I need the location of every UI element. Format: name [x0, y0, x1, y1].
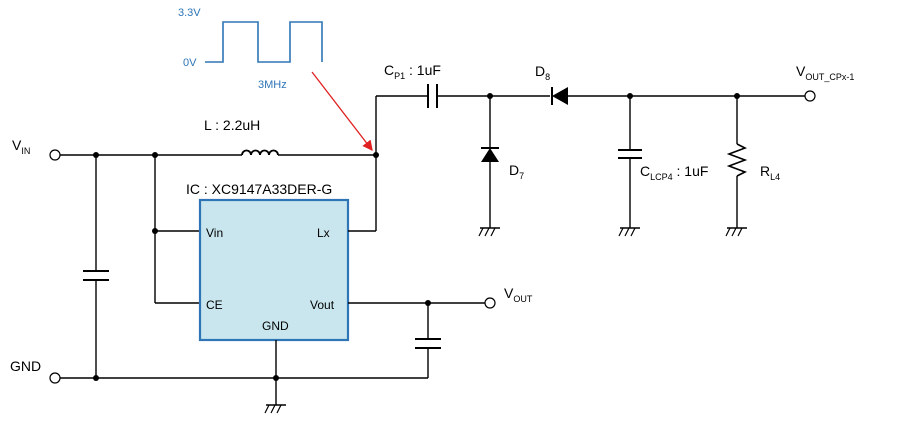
- ground-symbol-icon: [264, 404, 286, 414]
- d7-label-sub: 7: [519, 171, 524, 181]
- cp1-label: CP1 : 1uF: [384, 62, 441, 81]
- lx-pointer-arrow: [311, 71, 373, 152]
- vout-label-main: V: [504, 285, 514, 301]
- cp1-label-sub: P1: [394, 71, 405, 81]
- gnd-terminal-icon: [49, 372, 61, 384]
- ground-symbol-icon: [618, 227, 640, 237]
- clcp4-label-sub: LCP4: [650, 172, 673, 182]
- ic-pin-lx: Lx: [317, 226, 330, 240]
- ground-symbol-icon: [478, 227, 500, 237]
- cp1-label-value: : 1uF: [405, 62, 441, 78]
- inductor-label: L : 2.2uH: [204, 117, 260, 133]
- vout-terminal-icon: [484, 297, 496, 309]
- wave-low-label: 0V: [183, 57, 197, 69]
- rl4-label-sub: L4: [770, 172, 780, 182]
- vin-label-main: V: [12, 137, 22, 153]
- ic-pin-ce: CE: [206, 298, 223, 312]
- d8-label-sub: 8: [545, 72, 550, 82]
- inductor: L : 2.2uH: [204, 117, 279, 156]
- ic-label: IC : XC9147A33DER-G: [186, 181, 332, 197]
- square-wave: [205, 21, 323, 63]
- vout-cp-label-main: V: [796, 63, 806, 79]
- cp1-capacitor: [427, 84, 438, 108]
- wave-high-label: 3.3V: [178, 7, 201, 19]
- ic-pin-vout: Vout: [310, 298, 335, 312]
- vin-label-sub: IN: [21, 146, 30, 156]
- wave-freq-label: 3MHz: [258, 79, 287, 91]
- rl4-label-main: R: [760, 163, 770, 179]
- vout-cp-terminal-icon: [804, 90, 816, 102]
- ic-pin-gnd: GND: [262, 319, 289, 333]
- svg-text:VIN: VIN: [12, 137, 30, 156]
- clcp4-label-main: C: [640, 163, 650, 179]
- clcp4-label-value: : 1uF: [673, 163, 709, 179]
- vout-label: VOUT: [504, 285, 533, 304]
- ground-symbol-icon: [725, 227, 747, 237]
- d7-label: D7: [509, 162, 524, 181]
- rl4-resistor-icon: [726, 143, 748, 177]
- ic-block: IC : XC9147A33DER-G Vin CE Lx Vout GND: [186, 181, 350, 342]
- cp1-label-main: C: [384, 62, 394, 78]
- vout-cp-label: VOUT_CPx-1: [796, 63, 854, 82]
- vin-terminal-icon: [49, 149, 61, 161]
- d8-label: D8: [535, 63, 550, 82]
- output-capacitor: [415, 338, 441, 349]
- vout-cp-label-sub: OUT_CPx-1: [805, 72, 854, 82]
- ic-body: [198, 198, 350, 342]
- rl4-label: RL4: [760, 163, 780, 182]
- d7-diode-icon: [481, 147, 499, 162]
- gnd-label: GND: [10, 358, 41, 374]
- vout-label-sub: OUT: [513, 294, 533, 304]
- waveform: 3.3V 0V 3MHz: [178, 7, 323, 91]
- d8-diode-icon: [551, 87, 568, 105]
- ic-pin-vin: Vin: [206, 226, 223, 240]
- junction-dot-icon: [273, 375, 279, 381]
- vin-terminal: VIN: [12, 137, 61, 161]
- clcp4-capacitor: [618, 149, 642, 159]
- clcp4-label: CLCP4 : 1uF: [640, 163, 708, 182]
- input-capacitor: [83, 270, 109, 281]
- d8-label-main: D: [535, 63, 545, 79]
- inductor-icon: [241, 149, 279, 156]
- d7-label-main: D: [509, 162, 519, 178]
